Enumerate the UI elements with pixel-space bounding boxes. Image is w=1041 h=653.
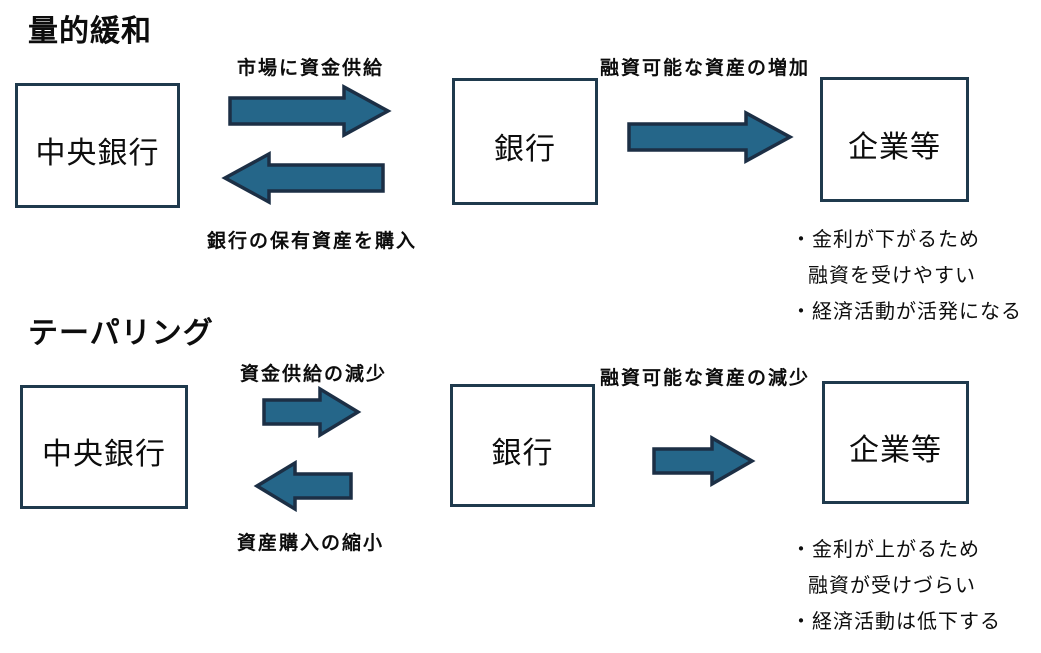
tapering-notes: ・金利が上がるため 融資が受けづらい ・経済活動は低下する	[791, 532, 1001, 640]
tapering-supply-decrease-label: 資金供給の減少	[240, 364, 388, 385]
qe-section-title: 量的緩和	[28, 15, 152, 48]
qe-loanable-assets-label: 融資可能な資産の増加	[600, 58, 811, 79]
tapering-company-label: 企業等	[849, 433, 942, 467]
qe-bank-box: 銀行	[452, 78, 598, 205]
arrow-right-icon	[652, 434, 756, 488]
tapering-central-bank-box: 中央銀行	[20, 385, 188, 509]
tapering-company-box: 企業等	[822, 381, 969, 504]
qe-central-bank-box: 中央銀行	[15, 83, 180, 208]
tapering-note-line: 融資が受けづらい	[808, 575, 976, 597]
qe-bank-label: 銀行	[494, 132, 556, 166]
tapering-central-bank-label: 中央銀行	[42, 438, 166, 471]
qe-note-line: ・経済活動が活発になる	[791, 301, 1022, 323]
tapering-loanable-assets-arrow	[652, 434, 756, 492]
tapering-note-line: ・経済活動は低下する	[791, 611, 1001, 633]
arrow-left-icon	[221, 151, 385, 205]
arrow-right-icon	[262, 385, 362, 439]
qe-company-label: 企業等	[848, 130, 941, 164]
tapering-purchase-reduction-arrow	[251, 459, 353, 517]
qe-market-supply-label: 市場に資金供給	[237, 58, 385, 79]
tapering-section-title: テーパリング	[28, 317, 214, 350]
qe-note-line: 融資を受けやすい	[808, 265, 976, 287]
tapering-bank-label: 銀行	[491, 436, 554, 470]
tapering-note-line: ・金利が上がるため	[791, 539, 980, 561]
qe-notes: ・金利が下がるため 融資を受けやすい ・経済活動が活発になる	[791, 222, 1022, 330]
tapering-purchase-reduction-label: 資産購入の縮小	[237, 533, 385, 554]
arrow-right-icon	[627, 110, 794, 164]
arrow-left-icon	[253, 459, 353, 513]
qe-note-line: ・金利が下がるため	[791, 229, 980, 251]
qe-central-bank-label: 中央銀行	[35, 136, 160, 170]
tapering-loanable-assets-label: 融資可能な資産の減少	[600, 368, 811, 389]
tapering-supply-decrease-arrow	[262, 385, 362, 443]
qe-asset-purchase-label: 銀行の保有資産を購入	[207, 231, 418, 252]
arrow-right-icon	[228, 84, 392, 138]
qe-market-supply-arrow	[228, 84, 392, 143]
qe-asset-purchase-arrow	[217, 151, 385, 210]
qe-company-box: 企業等	[820, 77, 969, 202]
qe-loanable-assets-arrow	[627, 110, 794, 169]
tapering-bank-box: 銀行	[450, 384, 595, 507]
